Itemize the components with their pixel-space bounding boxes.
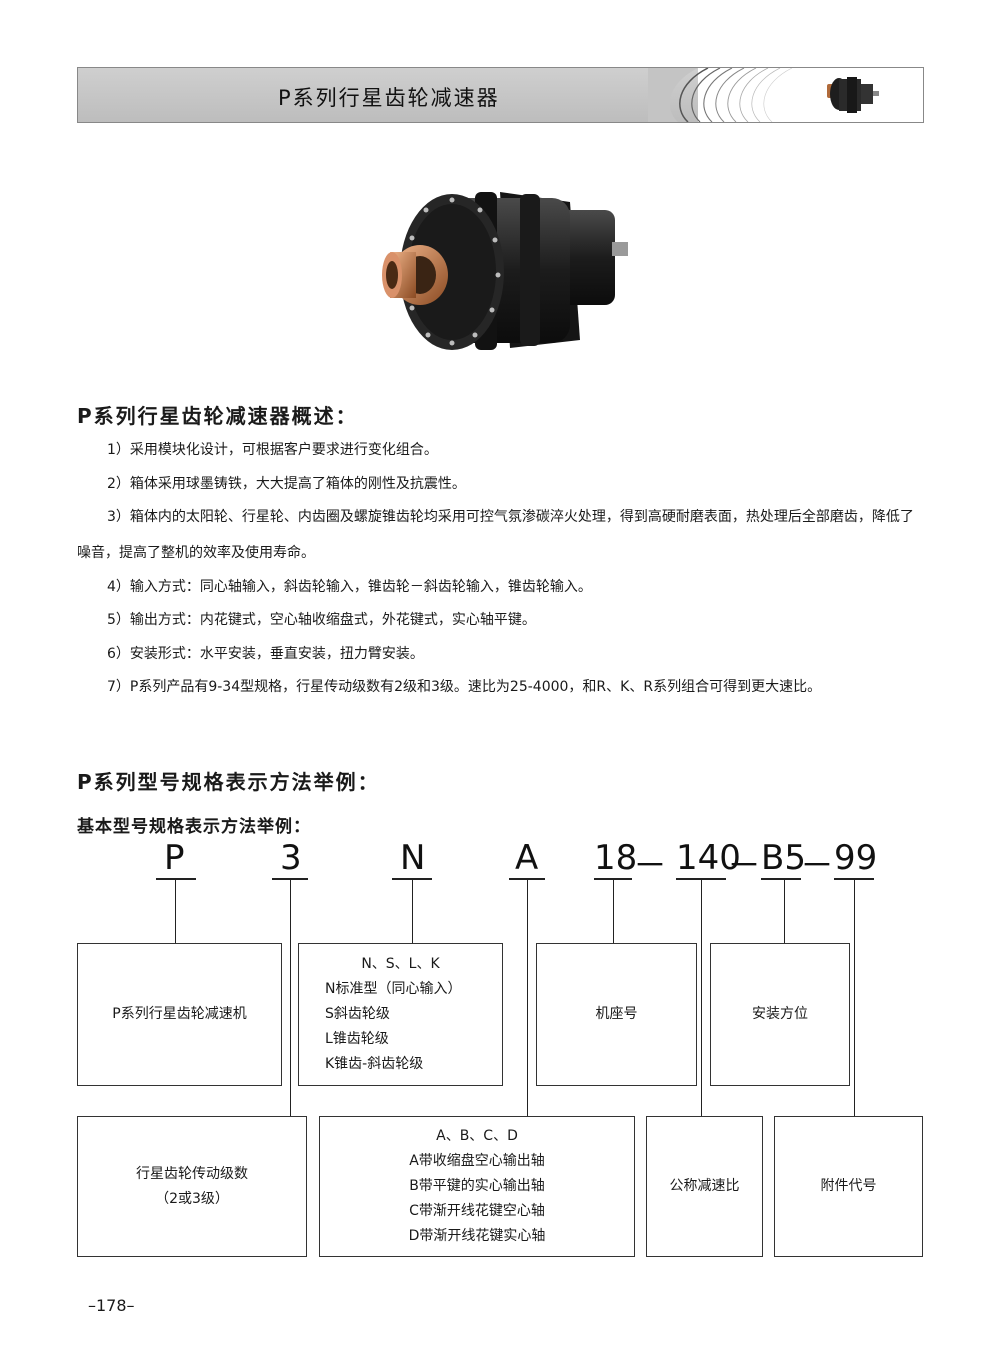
box-ratio: 公称减速比: [646, 1116, 763, 1257]
overview-item-2: 2）箱体采用球墨铸铁，大大提高了箱体的刚性及抗震性。: [107, 476, 466, 492]
box-stages: 行星齿轮传动级数 （2或3级）: [77, 1116, 307, 1257]
overview-item-5: 5）输出方式：内花键式，空心轴收缩盘式，外花键式，实心轴平键。: [107, 612, 536, 628]
code-series: P: [164, 838, 185, 878]
overview-item-1: 1）采用模块化设计，可根据客户要求进行变化组合。: [107, 442, 438, 458]
header-banner: P系列行星齿轮减速器: [77, 67, 924, 123]
model-subheading: 基本型号规格表示方法举例：: [77, 817, 311, 837]
code-frame: 18: [594, 838, 638, 878]
underline-mounting: [761, 878, 801, 880]
box-input: N、S、L、K N标准型（同心输入） S斜齿轮级 L锥齿轮级 K锥齿-斜齿轮级: [298, 943, 503, 1086]
overview-item-4: 4）输入方式：同心轴输入，斜齿轮输入，锥齿轮－斜齿轮输入，锥齿轮输入。: [107, 579, 592, 595]
connector-ratio: [701, 879, 702, 1116]
box-input-n: N标准型（同心输入）: [325, 981, 462, 997]
model-code-diagram: P 3 N A 18 － 140 － B5 － 99 P系列行星齿轮减速机 N、…: [0, 835, 1000, 1275]
overview-item-3: 3）箱体内的太阳轮、行星轮、内齿圈及螺旋锥齿轮均采用可控气氛渗碳淬火处理，得到高…: [77, 509, 914, 561]
connector-frame: [613, 879, 614, 943]
box-stages-line-2: （2或3级）: [155, 1190, 229, 1207]
connector-accessory: [854, 879, 855, 1116]
connector-series: [175, 879, 176, 943]
box-input-title: N、S、L、K: [361, 956, 440, 972]
code-dash-3: －: [800, 846, 834, 886]
box-output-c: C带渐开线花键空心轴: [409, 1203, 545, 1219]
overview-heading: P系列行星齿轮减速器概述：: [77, 404, 358, 428]
box-input-s: S斜齿轮级: [325, 1006, 390, 1022]
code-output: A: [515, 838, 539, 878]
code-stages: 3: [280, 838, 302, 878]
box-series-text: P系列行星齿轮减速机: [112, 1006, 247, 1022]
code-dash-1: －: [633, 846, 667, 886]
box-accessory-text: 附件代号: [820, 1178, 877, 1194]
box-mounting-text: 安装方位: [752, 1006, 808, 1022]
overview-item-6: 6）安装形式：水平安装，垂直安装，扭力臂安装。: [107, 646, 424, 662]
box-series: P系列行星齿轮减速机: [77, 943, 282, 1086]
box-output-d: D带渐开线花键实心轴: [408, 1228, 546, 1244]
box-ratio-text: 公称减速比: [669, 1178, 740, 1194]
box-output-b: B带平键的实心输出轴: [409, 1178, 545, 1194]
box-output-a: A带收缩盘空心输出轴: [409, 1153, 545, 1169]
box-accessory: 附件代号: [774, 1116, 923, 1257]
code-accessory: 99: [834, 838, 878, 878]
box-stages-line-1: 行星齿轮传动级数: [136, 1165, 248, 1182]
box-input-l: L锥齿轮级: [325, 1031, 389, 1047]
box-output-title: A、B、C、D: [436, 1128, 518, 1144]
connector-output: [527, 879, 528, 1116]
gearbox-thumbnail-icon: [827, 77, 879, 113]
connector-stages: [290, 879, 291, 1116]
box-frame-text: 机座号: [595, 1006, 638, 1022]
code-input: N: [400, 838, 426, 878]
box-input-k: K锥齿-斜齿轮级: [325, 1056, 424, 1072]
box-output: A、B、C、D A带收缩盘空心输出轴 B带平键的实心输出轴 C带渐开线花键空心轴…: [319, 1116, 635, 1257]
model-heading: P系列型号规格表示方法举例：: [77, 770, 380, 794]
box-frame: 机座号: [536, 943, 697, 1086]
code-mounting: B5: [761, 838, 806, 878]
connector-input: [412, 879, 413, 943]
overview-item-7: 7）P系列产品有9-34型规格，行星传动级数有2级和3级。速比为25-4000，…: [107, 679, 822, 695]
code-dash-2: －: [727, 846, 761, 886]
page-title: P系列行星齿轮减速器: [278, 86, 500, 110]
banner-grey-panel: [78, 68, 698, 122]
banner-swoosh-decoration: [648, 68, 793, 122]
page-number: –178–: [88, 1296, 135, 1315]
connector-mounting: [784, 879, 785, 943]
planetary-gearbox-image: [382, 192, 628, 350]
underline-series: [156, 878, 196, 880]
box-mounting: 安装方位: [710, 943, 850, 1086]
code-ratio: 140: [676, 838, 741, 878]
